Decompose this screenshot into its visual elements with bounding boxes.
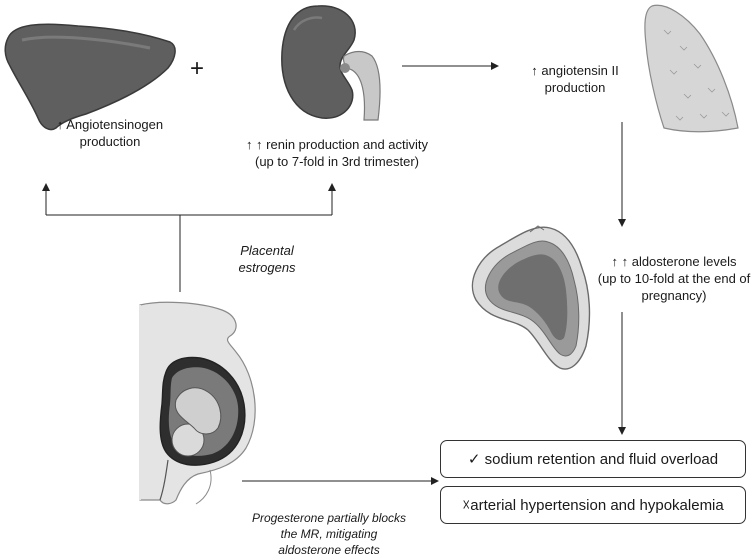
- liver-label-line2: production: [79, 134, 141, 149]
- liver-label-line1: ↑ Angiotensinogen: [56, 117, 164, 132]
- placental-label-line2: estrogens: [238, 260, 296, 275]
- outcome-box-sodium-retention: ✓ sodium retention and fluid overload: [440, 440, 746, 478]
- lung-label-line2: production: [544, 80, 606, 95]
- pregnant-woman-illustration: [139, 301, 256, 505]
- placental-label-line1: Placental: [240, 243, 294, 258]
- adrenal-label-line1: ↑ ↑ aldosterone levels: [611, 254, 737, 269]
- lung-label: ↑ angiotensin II production: [520, 62, 630, 96]
- adrenal-illustration: [471, 225, 591, 370]
- lung-label-line1: ↑ angiotensin II: [531, 63, 619, 78]
- kidney-label-line1: ↑ ↑ renin production and activity: [245, 137, 429, 152]
- adrenal-label-line3: pregnancy): [641, 288, 707, 303]
- liver-label: ↑ Angiotensinogen production: [40, 116, 180, 150]
- kidney-label-line2: (up to 7-fold in 3rd trimester): [254, 154, 419, 169]
- progesterone-label-line1: Progesterone partially blocks: [251, 511, 407, 525]
- adrenal-label: ↑ ↑ aldosterone levels (up to 10-fold at…: [596, 253, 752, 304]
- progesterone-label-line2: the MR, mitigating: [280, 527, 378, 541]
- progesterone-label: Progesterone partially blocks the MR, mi…: [234, 510, 424, 558]
- progesterone-label-line3: aldosterone effects: [278, 543, 380, 557]
- outcome-box-hypertension: ☓arterial hypertension and hypokalemia: [440, 486, 746, 524]
- liver-illustration: [4, 23, 176, 131]
- adrenal-label-line2: (up to 10-fold at the end of: [597, 271, 751, 286]
- connectors: [42, 62, 626, 485]
- kidney-illustration: [281, 5, 381, 121]
- plus-sign: +: [190, 55, 205, 82]
- lung-illustration: [644, 4, 739, 133]
- kidney-label: ↑ ↑ renin production and activity (up to…: [230, 136, 444, 170]
- placental-estrogens-label: Placental estrogens: [222, 242, 312, 276]
